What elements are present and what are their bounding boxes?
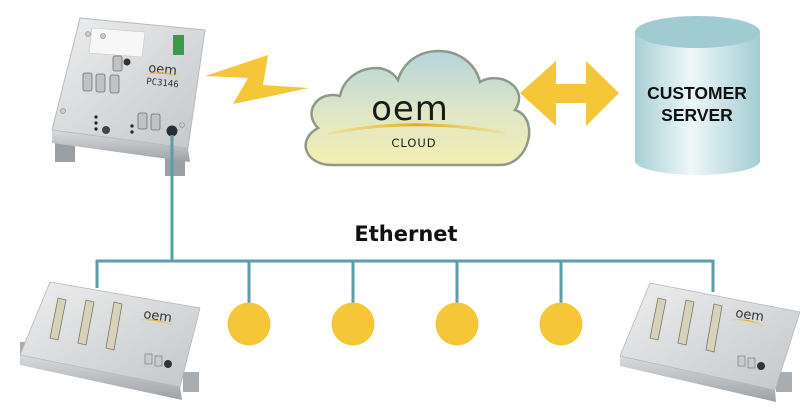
network-node <box>435 302 479 346</box>
customer-server: CUSTOMER SERVER <box>635 16 760 175</box>
cloud-brand: oem <box>371 89 449 129</box>
terminal-block <box>173 35 184 55</box>
network-node <box>539 302 583 346</box>
module-brand: oem <box>142 307 172 326</box>
network-node <box>227 302 271 346</box>
ethernet-network <box>95 135 715 303</box>
cloud-shape <box>304 49 531 167</box>
oem-cloud: oem CLOUD <box>304 49 531 167</box>
server-label-line2: SERVER <box>661 105 733 125</box>
network-node <box>331 302 375 346</box>
io-module-left: oem <box>19 281 201 400</box>
ethernet-port <box>166 125 178 137</box>
io-module-right: oem <box>619 282 800 402</box>
cloud-label: CLOUD <box>391 136 436 150</box>
controller-brand: oem <box>148 61 178 79</box>
controller-model: PC3146 <box>146 77 179 90</box>
ethernet-label: Ethernet <box>354 222 457 246</box>
controller-device: oem PC3146 <box>51 17 206 176</box>
cloud-swoosh <box>327 123 506 136</box>
server-label-line1: CUSTOMER <box>647 83 747 103</box>
double-arrow-icon <box>520 61 619 126</box>
lightning-bolt-icon <box>205 55 309 104</box>
